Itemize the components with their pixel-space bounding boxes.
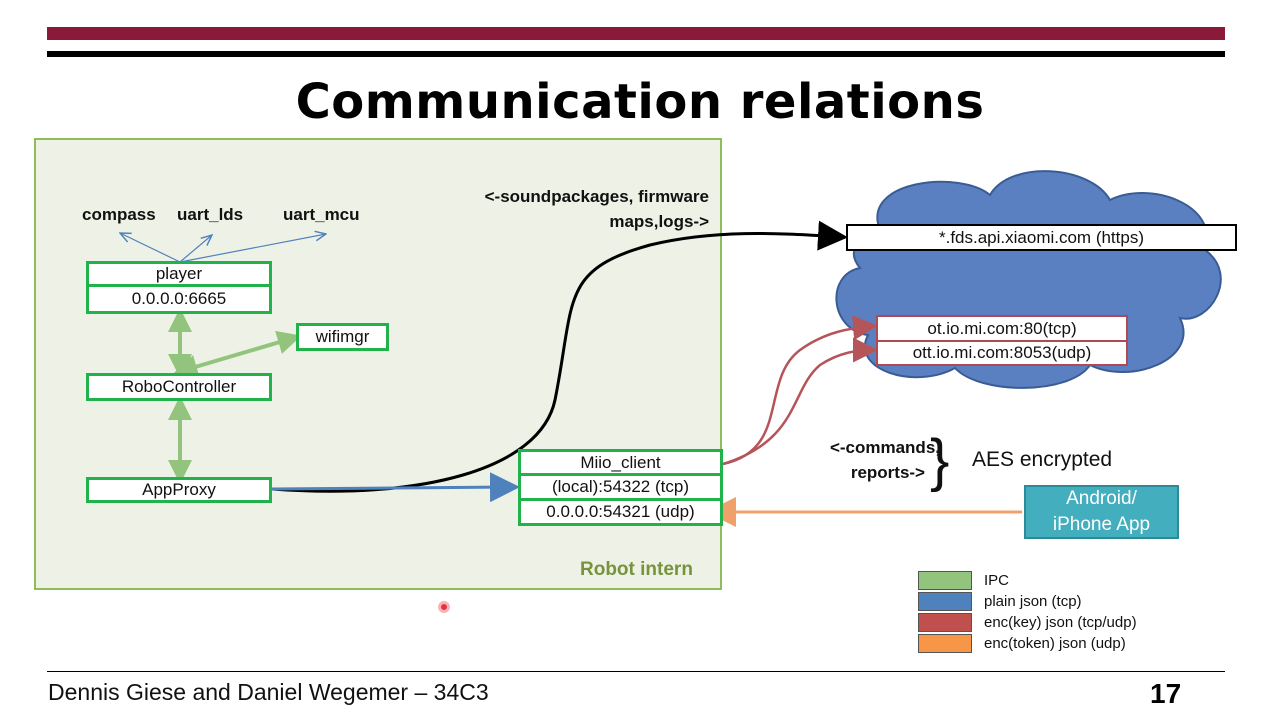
legend-label-enc-token: enc(token) json (udp)	[984, 635, 1126, 652]
pointer-dot	[438, 601, 450, 613]
enc-key-arrow-ot	[722, 315, 878, 466]
appproxy-box: AppProxy	[86, 477, 272, 503]
component-uart-lds: uart_lds	[177, 205, 244, 224]
player-port-box: 0.0.0.0:6665	[86, 284, 272, 314]
ot-endpoint-box: ot.io.mi.com:80(tcp)	[876, 315, 1128, 342]
fds-endpoint-box: *.fds.api.xiaomi.com (https)	[846, 224, 1237, 251]
transfer-note-line2: maps,logs->	[609, 212, 709, 231]
miio-client-box: Miio_client	[518, 449, 723, 476]
plain-json-arrow	[271, 472, 520, 503]
mobile-app-line1: Android/	[1066, 488, 1137, 509]
brace-symbol: }	[930, 428, 950, 493]
page-number: 17	[1150, 678, 1182, 709]
player-to-sensors-arrows	[120, 233, 326, 263]
robocontroller-box: RoboController	[86, 373, 272, 401]
legend-label-plain-json: plain json (tcp)	[984, 593, 1082, 610]
footer-divider	[47, 671, 1225, 672]
transfer-note-line1: <-soundpackages, firmware	[484, 187, 709, 206]
slide-title: Communication relations	[295, 74, 985, 130]
robot-intern-label: Robot intern	[580, 559, 693, 580]
mobile-app-line2: iPhone App	[1052, 514, 1151, 535]
legend-label-enc-key: enc(key) json (tcp/udp)	[984, 614, 1137, 631]
reports-label: reports->	[850, 463, 925, 482]
miio-udp-port-box: 0.0.0.0:54321 (udp)	[518, 498, 723, 526]
miio-local-port-box: (local):54322 (tcp)	[518, 473, 723, 501]
header-divider-bar	[47, 51, 1225, 57]
legend-swatch-plain-json	[918, 592, 972, 611]
component-uart-mcu: uart_mcu	[283, 205, 360, 224]
enc-key-arrow-ott	[722, 337, 878, 466]
commands-label: <-commands,	[829, 438, 940, 457]
legend-label-ipc: IPC	[984, 572, 1010, 589]
legend-swatch-enc-key	[918, 613, 972, 632]
mobile-app-box: Android/ iPhone App	[1024, 485, 1179, 539]
footer-authors: Dennis Giese and Daniel Wegemer – 34C3	[48, 679, 489, 705]
aes-encrypted-label: AES encrypted	[972, 448, 1113, 471]
ott-endpoint-box: ott.io.mi.com:8053(udp)	[876, 340, 1128, 366]
header-accent-bar	[47, 27, 1225, 40]
legend-swatch-ipc	[918, 571, 972, 590]
legend-swatch-enc-token	[918, 634, 972, 653]
ipc-arrows	[168, 308, 302, 484]
wifimgr-box: wifimgr	[296, 323, 389, 351]
component-compass: compass	[82, 205, 156, 224]
https-arrow	[271, 220, 848, 493]
